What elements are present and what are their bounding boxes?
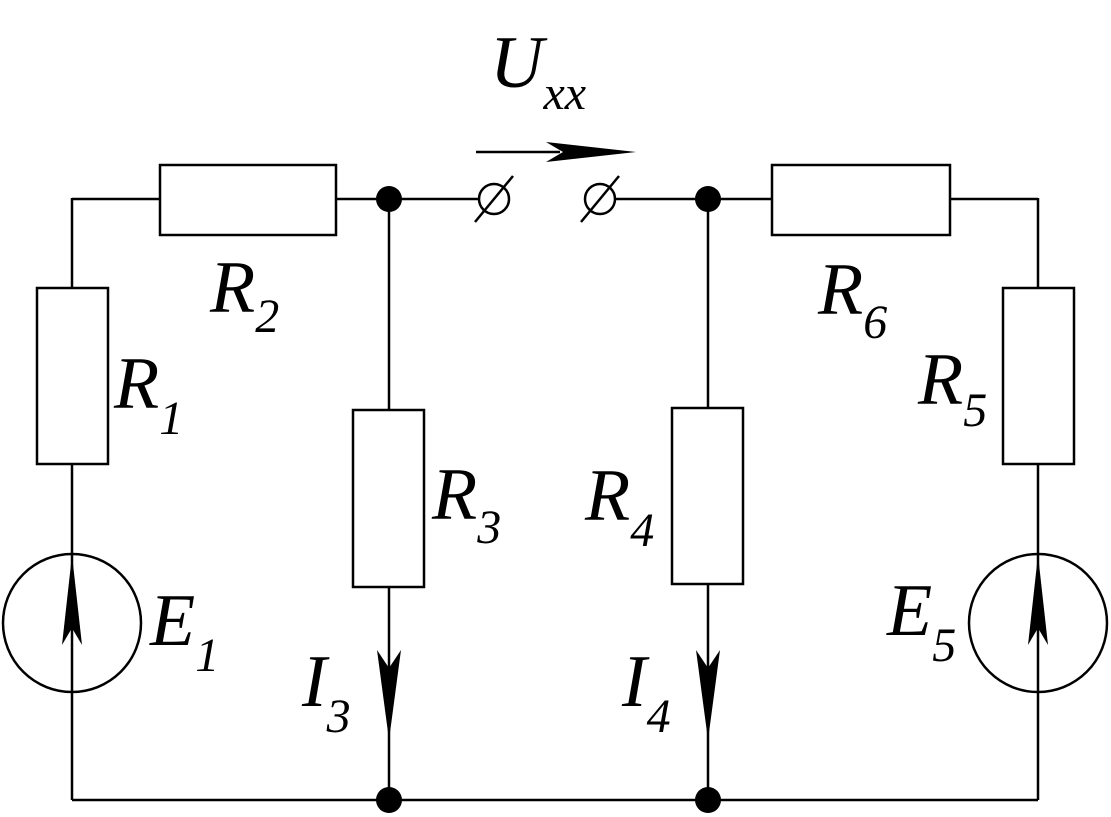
- node-top-right: [695, 186, 721, 212]
- label-i4-main: I: [621, 641, 650, 723]
- terminal-left-slash: [474, 175, 514, 223]
- source-e1: [1, 552, 143, 694]
- source-e1-arrow-icon: [62, 555, 82, 645]
- label-r2: R2: [209, 247, 279, 343]
- voltage-arrow-icon: [476, 142, 636, 162]
- label-e1-sub: 1: [195, 629, 219, 682]
- label-uxx: Uxx: [490, 22, 586, 120]
- label-r2-sub: 2: [255, 290, 279, 343]
- node-bottom-right: [695, 787, 721, 813]
- terminal-right: [580, 175, 620, 223]
- terminal-left: [474, 175, 514, 223]
- label-i3-sub: 3: [326, 690, 351, 743]
- label-r6-sub: 6: [863, 296, 887, 349]
- label-r5-main: R: [917, 339, 963, 421]
- source-e5: [967, 552, 1109, 694]
- label-r6-main: R: [817, 249, 863, 331]
- voltage-arrow-head-icon: [546, 142, 636, 162]
- resistor-r5: [1001, 286, 1076, 466]
- label-r3-sub: 3: [476, 501, 501, 554]
- label-uxx-main: U: [490, 22, 548, 104]
- label-i4: I4: [621, 641, 671, 743]
- resistor-r1: [35, 286, 110, 466]
- label-r2-main: R: [209, 247, 255, 329]
- label-e5-sub: 5: [932, 619, 956, 672]
- label-i3-main: I: [301, 641, 330, 723]
- current-i4-arrow-icon: [696, 650, 720, 740]
- label-r1-sub: 1: [159, 392, 183, 445]
- label-r3: R3: [431, 454, 501, 554]
- resistor-r3: [351, 408, 426, 589]
- resistor-r6: [770, 163, 952, 237]
- label-r6: R6: [817, 249, 887, 349]
- label-uxx-sub: xx: [542, 67, 586, 120]
- label-r1: R1: [113, 343, 183, 445]
- label-e1-main: E: [149, 580, 195, 662]
- label-e5: E5: [886, 570, 956, 672]
- label-r5-sub: 5: [963, 384, 987, 437]
- label-r4-main: R: [584, 455, 630, 537]
- node-bottom-left: [376, 787, 402, 813]
- resistor-r2: [158, 163, 338, 237]
- node-top-left: [376, 186, 402, 212]
- label-e1: E1: [149, 580, 219, 682]
- label-r1-main: R: [113, 343, 159, 425]
- source-e5-arrow-icon: [1028, 555, 1048, 645]
- resistor-r4: [670, 406, 745, 586]
- label-r4-sub: 4: [630, 504, 654, 557]
- label-i4-sub: 4: [647, 690, 671, 743]
- label-r3-main: R: [431, 454, 477, 536]
- current-i3-arrow-icon: [377, 650, 401, 740]
- label-e5-main: E: [886, 570, 932, 652]
- label-r5: R5: [917, 339, 987, 437]
- label-r4: R4: [584, 455, 654, 557]
- terminal-right-slash: [580, 175, 620, 223]
- label-i3: I3: [301, 641, 351, 743]
